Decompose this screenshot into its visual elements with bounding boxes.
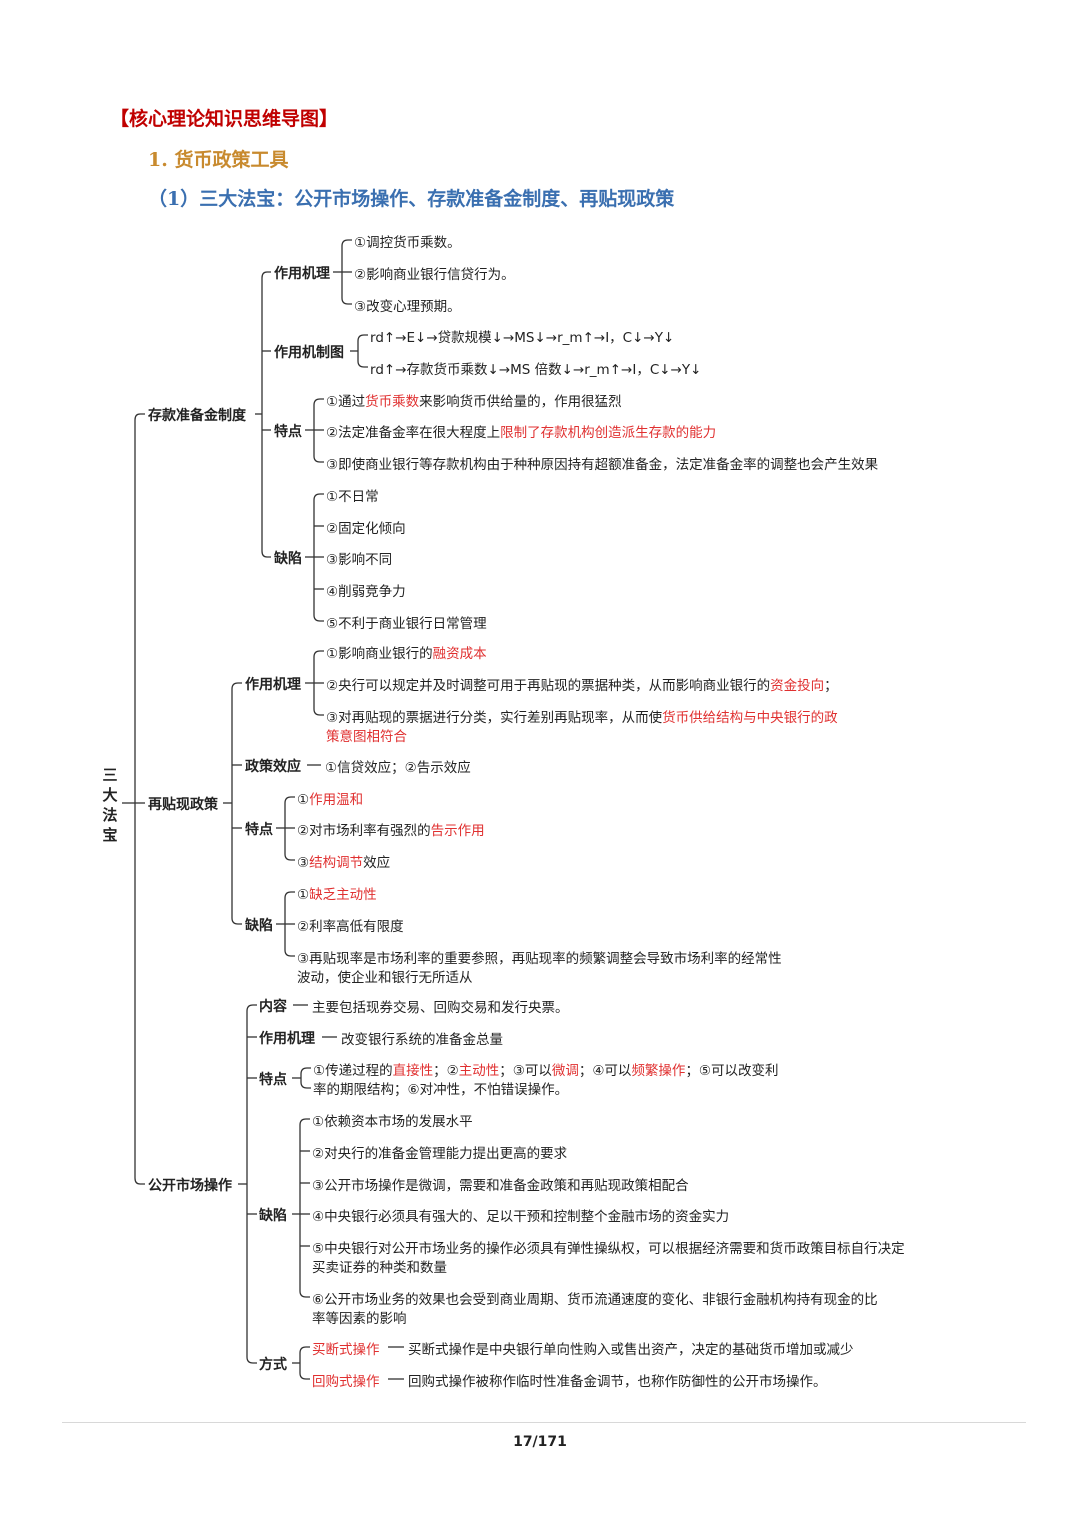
om-features-segment: ；②	[433, 1063, 459, 1079]
om-method-repo-name: 回购式操作	[312, 1374, 380, 1390]
rediscount-mechanism-2: ②央行可以规定并及时调整可用于再贴现的票据种类，从而影响商业银行的资金投向；	[326, 678, 838, 694]
reserve-defect-5: ⑤不利于商业银行日常管理	[326, 616, 487, 632]
node-om-defects: 缺陷	[259, 1208, 287, 1224]
rediscount-defect-1: ①缺乏主动性	[297, 887, 377, 903]
reserve-feature-3: ③即使商业银行等存款机构由于种种原因持有超额准备金，法定准备金率的调整也会产生效…	[326, 457, 879, 473]
rediscount-defect-3: ③再贴现率是市场利率的重要参照，再贴现率的频繁调整会导致市场利率的经常性	[297, 951, 782, 967]
om-defect-2: ②对央行的准备金管理能力提出更高的要求	[312, 1146, 568, 1162]
om-defect-4: ④中央银行必须具有强大的、足以干预和控制整个金融市场的资金实力	[312, 1209, 730, 1225]
om-features-segment: ①传递过程的	[313, 1063, 393, 1079]
rediscount-mechanism-3-cont: 策意图相符合	[326, 729, 407, 745]
om-features-segment: ；⑤可以改变利	[685, 1063, 779, 1079]
node-open-market: 公开市场操作	[148, 1178, 232, 1194]
om-defect-6-cont: 率等因素的影响	[312, 1311, 407, 1327]
om-defect-6: ⑥公开市场业务的效果也会受到商业周期、货币流通速度的变化、非银行金融机构持有现金…	[312, 1292, 878, 1308]
reserve-defect-1: ①不日常	[326, 489, 379, 505]
om-features-segment: 微调	[551, 1063, 579, 1079]
node-rediscount-mechanism: 作用机理	[245, 677, 301, 693]
node-rediscount-effect: 政策效应	[245, 759, 301, 775]
node-rediscount-defects: 缺陷	[245, 918, 273, 934]
rediscount-feature-1: ①作用温和	[297, 792, 364, 808]
om-defect-3: ③公开市场操作是微调，需要和准备金政策和再贴现政策相配合	[312, 1178, 689, 1194]
section-heading: 1. 货币政策工具	[148, 149, 289, 171]
reserve-feature-2: ②法定准备金率在很大程度上限制了存款机构创造派生存款的能力	[326, 425, 717, 441]
om-method-repo-desc: 回购式操作被称作临时性准备金调节，也称作防御性的公开市场操作。	[408, 1374, 827, 1390]
reserve-diagram-1: rd↑→E↓→贷款规模↓→MS↓→r_m↑→I，C↓→Y↓	[370, 330, 675, 346]
rediscount-defect-2: ②利率高低有限度	[297, 919, 404, 935]
node-rediscount-policy: 再贴现政策	[148, 797, 218, 813]
node-om-features: 特点	[259, 1072, 287, 1088]
om-features-line-2: 率的期限结构；⑥对冲性，不怕错误操作。	[313, 1082, 569, 1098]
node-om-methods: 方式	[259, 1357, 287, 1373]
om-features-segment: 频繁操作	[631, 1063, 686, 1079]
subsection-heading: （1）三大法宝：公开市场操作、存款准备金制度、再贴现政策	[148, 188, 675, 210]
rediscount-feature-3: ③结构调节效应	[297, 855, 391, 871]
om-features-line-1: ①传递过程的直接性；②主动性；③可以微调；④可以频繁操作；⑤可以改变利	[313, 1059, 779, 1079]
om-features-segment: ；④可以	[578, 1063, 632, 1079]
node-reserve-mechanism: 作用机理	[274, 266, 330, 282]
node-reserve-diagram: 作用机制图	[274, 345, 344, 361]
node-rediscount-features: 特点	[245, 822, 273, 838]
node-reserve-defects: 缺陷	[274, 551, 302, 567]
om-method-outright-desc: 买断式操作是中央银行单向性购入或售出资产，决定的基础货币增加或减少	[408, 1342, 854, 1358]
mindmap-root: 三大法宝	[102, 766, 118, 844]
rediscount-mechanism-3: ③对再贴现的票据进行分类，实行差别再贴现率，从而使货币供给结构与中央银行的政	[326, 710, 838, 726]
node-reserve-features: 特点	[274, 424, 302, 440]
page-number: 17/171	[513, 1434, 567, 1450]
om-features-segment: 直接性	[392, 1063, 434, 1079]
om-mechanism: 改变银行系统的准备金总量	[341, 1032, 503, 1048]
reserve-mechanism-3: ③改变心理预期。	[354, 299, 461, 315]
om-defect-1: ①依赖资本市场的发展水平	[312, 1114, 473, 1130]
reserve-mechanism-2: ②影响商业银行信贷行为。	[354, 267, 515, 283]
om-features-segment: ；③可以	[499, 1063, 552, 1079]
om-defect-5: ⑤中央银行对公开市场业务的操作必须具有弹性操纵权，可以根据经济需要和货币政策目标…	[312, 1241, 905, 1257]
node-om-content: 内容	[259, 999, 287, 1015]
rediscount-mechanism-1: ①影响商业银行的融资成本	[326, 646, 487, 662]
node-reserve-system: 存款准备金制度	[148, 408, 246, 424]
rediscount-feature-2: ②对市场利率有强烈的告示作用	[297, 823, 485, 839]
om-defect-5-cont: 买卖证券的种类和数量	[312, 1260, 447, 1276]
node-om-mechanism: 作用机理	[259, 1031, 315, 1047]
rediscount-effect: ①信贷效应；②告示效应	[325, 760, 471, 776]
om-method-outright-name: 买断式操作	[312, 1342, 380, 1358]
reserve-defect-4: ④削弱竞争力	[326, 584, 406, 600]
reserve-mechanism-1: ①调控货币乘数。	[354, 235, 461, 251]
rediscount-defect-3-cont: 波动，使企业和银行无所适从	[297, 970, 473, 986]
page-heading: 【核心理论知识思维导图】	[110, 108, 339, 130]
om-content: 主要包括现券交易、回购交易和发行央票。	[312, 1000, 569, 1016]
footer-divider	[62, 1422, 1026, 1423]
reserve-defect-2: ②固定化倾向	[326, 521, 406, 537]
reserve-feature-1: ①通过货币乘数来影响货币供给量的，作用很猛烈	[326, 394, 622, 410]
reserve-defect-3: ③影响不同	[326, 552, 393, 568]
reserve-diagram-2: rd↑→存款货币乘数↓→MS 倍数↓→r_m↑→I，C↓→Y↓	[370, 362, 702, 378]
om-features-segment: 主动性	[458, 1063, 500, 1079]
